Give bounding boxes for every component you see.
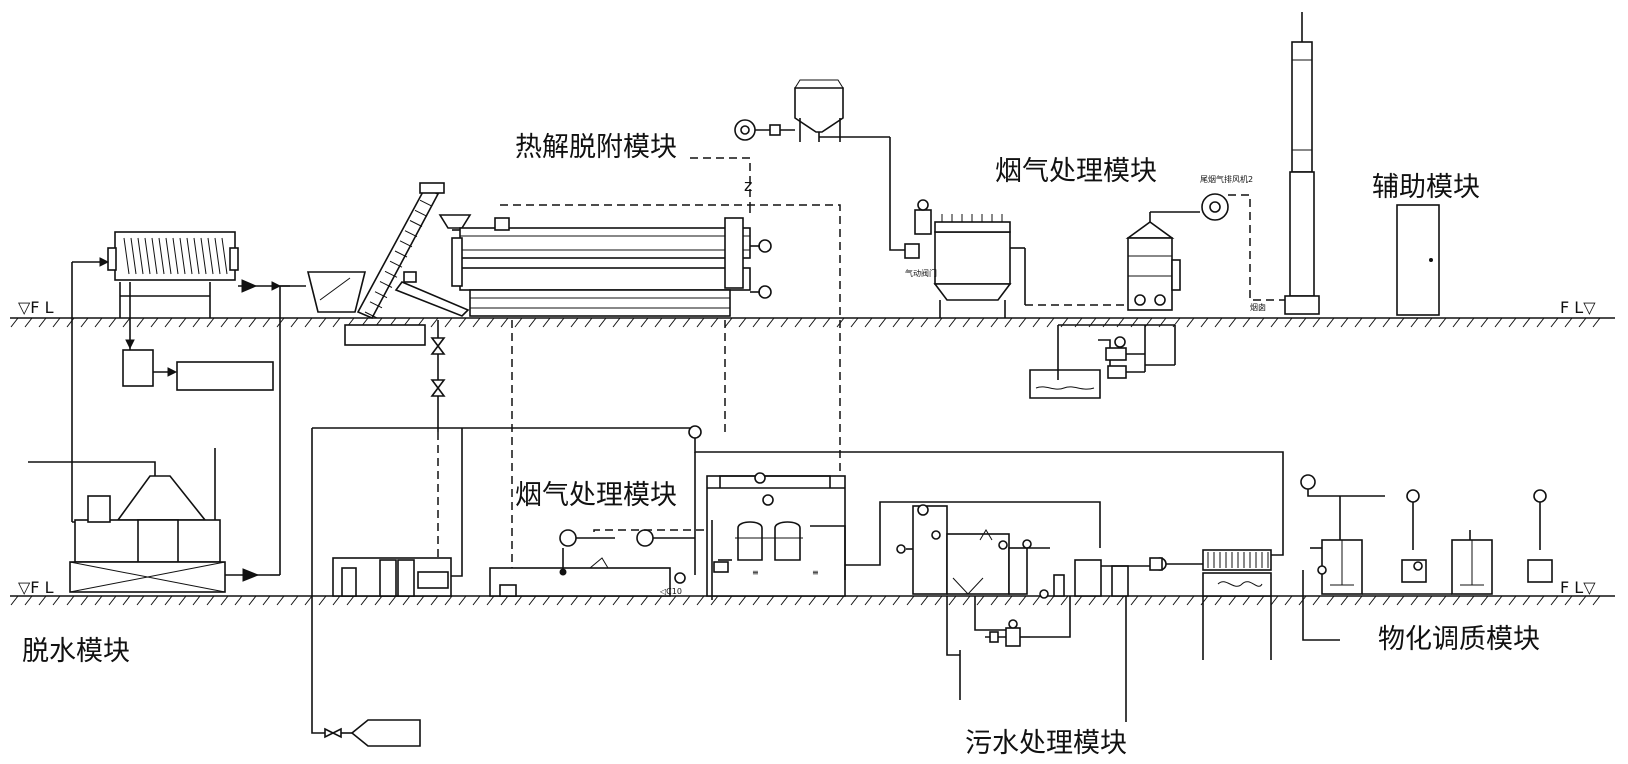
- auxiliary-building: [1396, 204, 1440, 316]
- fan-label: 尾烟气排风机2: [1200, 174, 1253, 184]
- mid-pipe-network: [311, 425, 1284, 747]
- module-label-flue-gas-mid: 烟气处理模块: [515, 480, 677, 511]
- scrubber-water-circulation: [1029, 324, 1176, 399]
- control-lines-pyrolysis: z: [437, 157, 841, 590]
- sludge-hopper: [306, 271, 367, 313]
- top-silo: [794, 79, 891, 205]
- floor-mark-lower-left: ▽F L: [18, 578, 54, 597]
- blower-fan-top: [734, 119, 795, 141]
- baghouse-filter: 气动阀门: [889, 199, 1128, 318]
- svg-text:≡: ≡: [812, 568, 819, 577]
- pyrolysis-kiln: [451, 217, 772, 317]
- module-label-dewatering: 脱水模块: [22, 636, 130, 667]
- floor-mark-lower-right: F L▽: [1560, 578, 1596, 597]
- filter-press: [107, 231, 239, 318]
- filtrate-tank: [122, 282, 274, 391]
- mixing-tank-underground: [344, 320, 446, 432]
- press-discharge-line: [238, 279, 306, 553]
- module-label-pyrolysis: 热解脱附模块: [515, 132, 677, 163]
- floor-mark-upper-left: ▽F L: [18, 298, 54, 317]
- svg-text:◁C10: ◁C10: [659, 587, 682, 596]
- centrifuge-unit: [28, 461, 281, 593]
- module-label-physchem: 物化调质模块: [1378, 624, 1540, 655]
- scrubber-tower: [1125, 211, 1200, 311]
- lower-ground-line: [10, 595, 1615, 606]
- sewage-underground-loop: [946, 596, 1127, 722]
- chimney-stack: 烟囱: [1250, 12, 1320, 315]
- mid-flue-gas-filters: ≡ ≡: [706, 472, 846, 600]
- inclined-conveyor: [356, 182, 472, 320]
- module-label-sewage: 污水处理模块: [965, 728, 1127, 759]
- upper-ground-line: [10, 317, 1615, 328]
- floor-mark-upper-right: F L▽: [1560, 298, 1596, 317]
- exhaust-fan-2: 尾烟气排风机2: [1200, 174, 1290, 301]
- svg-text:≡: ≡: [752, 568, 759, 577]
- sewage-reaction-tank: [845, 501, 1205, 599]
- dosing-skid: [332, 428, 463, 597]
- module-label-flue-gas-top: 烟气处理模块: [995, 156, 1157, 187]
- settling-tank: ◁C10: [489, 529, 840, 597]
- physchem-dosing-tanks: [1300, 474, 1553, 641]
- stack-label: 烟囱: [1250, 302, 1266, 312]
- valve-label: 气动阀门: [905, 268, 937, 278]
- svg-text:z: z: [744, 176, 752, 195]
- sludge-dryer: [1202, 549, 1272, 660]
- module-label-auxiliary: 辅助模块: [1372, 172, 1480, 203]
